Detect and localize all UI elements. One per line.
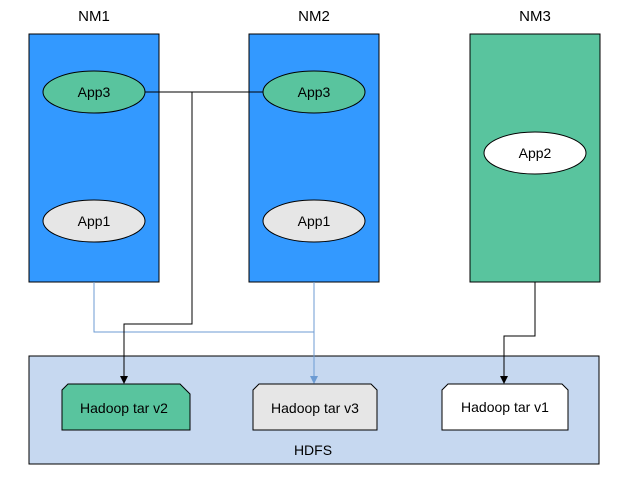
connector-app3-to-tar-v2 bbox=[120, 92, 193, 384]
nm2-app1-ellipse bbox=[262, 199, 366, 243]
nm3-app2-label: App2 bbox=[519, 145, 552, 161]
nm2-app3-label: App3 bbox=[298, 84, 331, 100]
nm1-app1-ellipse bbox=[42, 199, 146, 243]
hdfs-label: HDFS bbox=[294, 442, 332, 458]
nm3-title: NM3 bbox=[519, 8, 551, 25]
hadoop-tar-v2-label: Hadoop tar v2 bbox=[80, 400, 168, 416]
hadoop-tar-v1-file bbox=[441, 383, 569, 431]
hadoop-tar-v2-file bbox=[61, 383, 191, 431]
nm1-title: NM1 bbox=[78, 8, 110, 25]
nm1-app3-label: App3 bbox=[78, 84, 111, 100]
nm3-app2-ellipse bbox=[483, 131, 587, 175]
connector-nm1-to-tar-v3 bbox=[93, 282, 314, 333]
nm2-app1-label: App1 bbox=[298, 213, 331, 229]
nm2-app3-ellipse bbox=[262, 70, 366, 114]
connector-nm3-to-tar-v1 bbox=[500, 282, 536, 384]
hadoop-tar-v3-file bbox=[252, 383, 378, 431]
nm2-title: NM2 bbox=[298, 8, 330, 25]
nm1-app1-label: App1 bbox=[78, 213, 111, 229]
nm1-app3-ellipse bbox=[42, 70, 146, 114]
hadoop-tar-v3-label: Hadoop tar v3 bbox=[271, 400, 359, 416]
hadoop-tar-v1-label: Hadoop tar v1 bbox=[461, 399, 549, 415]
